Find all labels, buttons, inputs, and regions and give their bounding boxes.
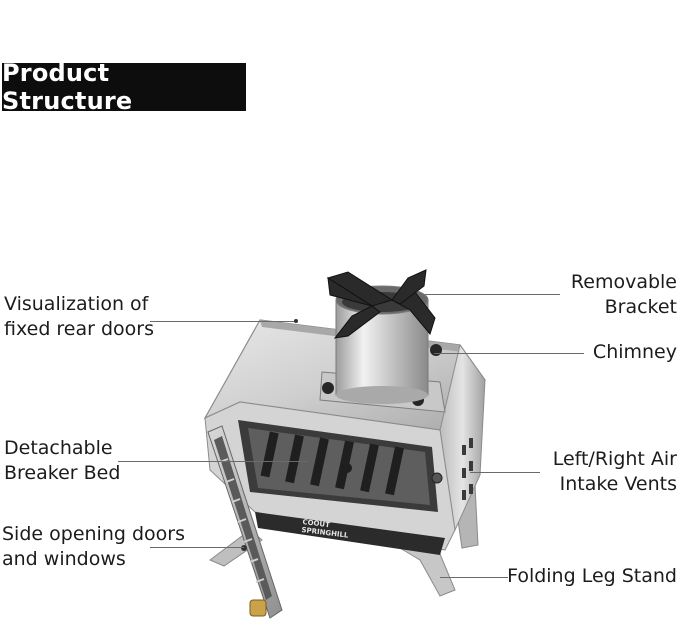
pointer-dot <box>294 319 298 323</box>
leader-chimney <box>434 353 584 354</box>
label-rear-doors: Visualization of fixed rear doors <box>4 293 155 340</box>
leader-rear-doors <box>150 321 295 322</box>
brand-band <box>255 512 445 555</box>
leader-side-doors <box>150 547 244 548</box>
side-door <box>207 425 283 619</box>
breaker-bed-grate <box>248 428 430 505</box>
leader-air-vents <box>470 472 540 473</box>
label-side-doors: Side opening doors and windows <box>2 523 185 570</box>
label-leg-stand: Folding Leg Stand <box>507 565 677 587</box>
page-title: Product Structure <box>2 59 246 115</box>
removable-bracket <box>326 269 436 339</box>
label-breaker-bed: Detachable Breaker Bed <box>4 437 121 484</box>
leader-bracket <box>425 294 560 295</box>
label-chimney: Chimney <box>592 341 677 363</box>
label-bracket: Removable Bracket <box>570 271 677 318</box>
bolt-icon <box>430 344 442 356</box>
bolt-icon <box>322 382 334 394</box>
leader-leg-stand <box>440 577 508 578</box>
label-air-vents: Left/Right Air Intake Vents <box>552 448 677 495</box>
air-intake-vents <box>462 438 473 500</box>
leader-breaker-bed <box>118 461 308 462</box>
